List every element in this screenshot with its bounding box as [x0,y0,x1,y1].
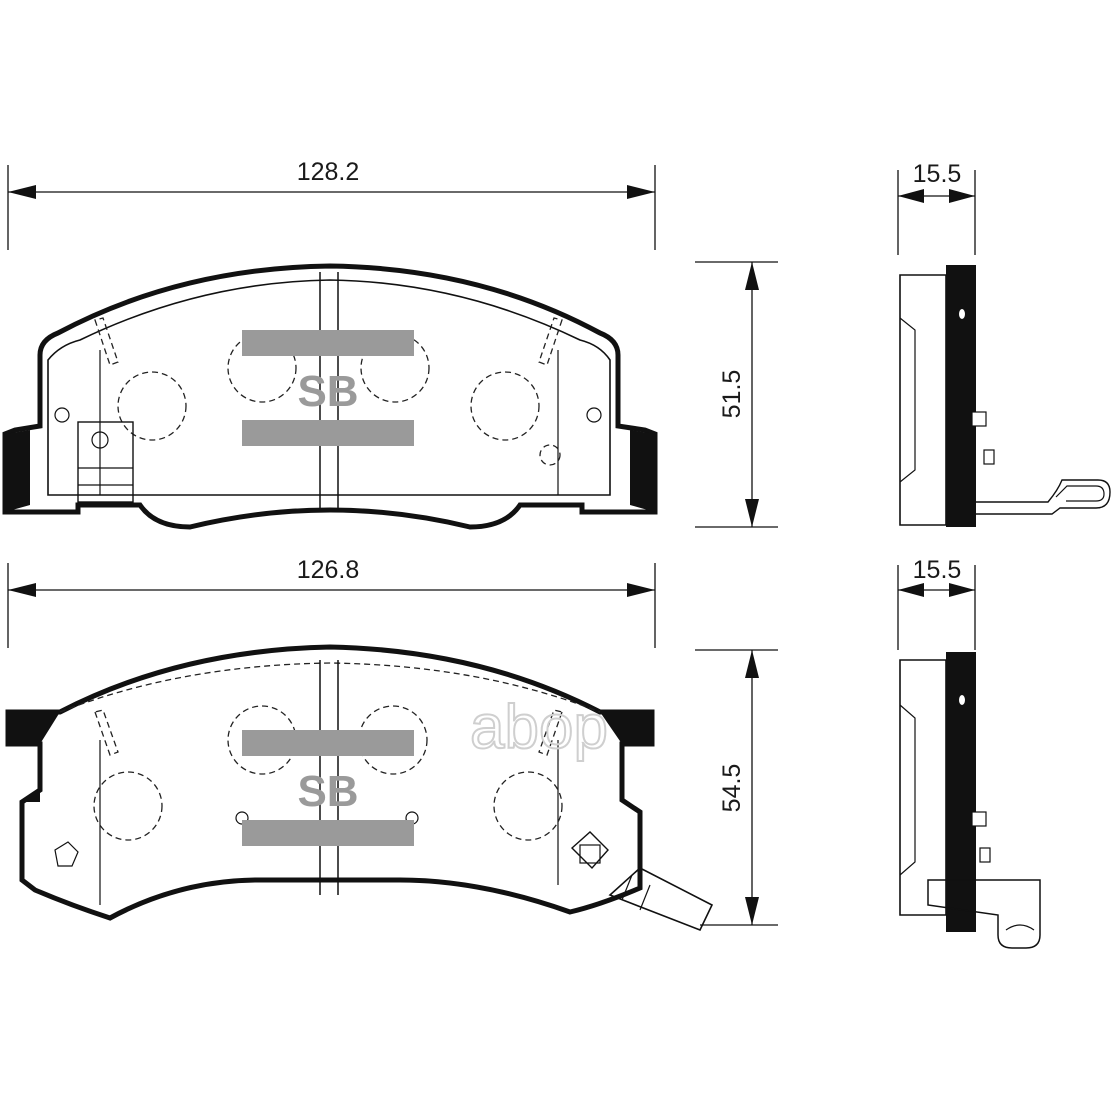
pad2-width-dimension: 126.8 [7,556,656,648]
pad1-thickness-label: 15.5 [913,160,962,188]
pad2-width-label: 126.8 [297,556,360,584]
pad1-right-tab [630,430,655,512]
pad2-sb-logo: SB [242,730,414,846]
pad1-height-label: 51.5 [718,370,746,419]
pad2-height-dimension: 54.5 [695,649,778,926]
pad1-width-dimension: 128.2 [7,158,656,250]
pad2-backing-plate [5,644,655,921]
pad1-side-backing [946,265,976,527]
watermark: abop [470,693,608,762]
pad1-height-dimension: 51.5 [695,261,778,528]
pad1-width-label: 128.2 [297,158,360,186]
pad2-side-view: 15.5 [897,556,1041,949]
pad1-front-view: 128.2 SB [2,158,778,530]
pad1-backing-plate [2,263,658,530]
pad2-front-view: 126.8 SB [5,556,778,932]
pad2-right-tab [600,712,652,744]
pad2-thickness-label: 15.5 [913,556,962,584]
pad1-logo-text: SB [297,367,358,416]
pad1-side-view: 15.5 [897,160,1111,527]
pad2-side-backing [946,652,976,932]
pad1-thickness-dimension: 15.5 [897,160,976,255]
pad2-thickness-dimension: 15.5 [897,556,976,650]
pad1-side-mark: 0 [962,317,963,319]
pad2-height-label: 54.5 [718,764,746,813]
pad1-left-tab [5,430,30,512]
pad2-logo-text: SB [297,767,358,816]
pad2-left-tab [8,712,60,744]
pad1-sb-logo: SB [242,330,414,446]
